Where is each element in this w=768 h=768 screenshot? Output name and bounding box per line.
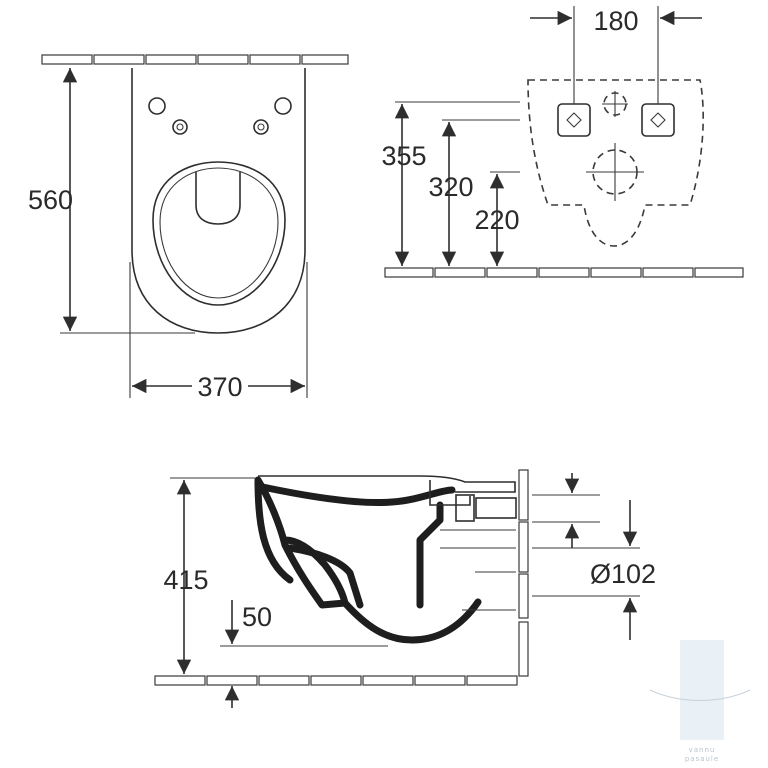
bolt-right xyxy=(253,119,269,135)
top-view-rim-opening xyxy=(195,172,241,225)
dim-label-370: 370 xyxy=(197,372,242,402)
side-view-wall-tiles xyxy=(518,469,529,677)
top-view-seat-outline xyxy=(152,161,286,306)
dim-label-180: 180 xyxy=(593,6,638,36)
side-view-outlet-pipe xyxy=(440,494,517,611)
wall-view: 180 355 320 220 xyxy=(381,6,744,278)
mounting-hole-left xyxy=(148,97,166,115)
dim-label-diameter: Ø102 xyxy=(590,559,656,589)
watermark-logo: vannu pasaule xyxy=(649,640,751,763)
side-view-floor-tiles xyxy=(154,675,518,686)
dim-label-355: 355 xyxy=(381,141,426,171)
dim-label-560: 560 xyxy=(28,185,73,215)
bracket-left xyxy=(557,103,591,137)
svg-text:pasaule: pasaule xyxy=(685,755,719,763)
side-view: Ø102 415 50 xyxy=(154,469,656,708)
dim-label-50: 50 xyxy=(242,602,272,632)
dim-label-320: 320 xyxy=(428,172,473,202)
side-view-rim xyxy=(258,475,516,493)
top-view: 560 370 xyxy=(28,54,349,402)
top-view-bowl-outline xyxy=(131,68,306,334)
dim-label-220: 220 xyxy=(474,205,519,235)
bolt-left xyxy=(172,119,188,135)
mounting-hole-right xyxy=(274,97,292,115)
wall-view-floor-tiles xyxy=(384,267,744,278)
dim-label-415: 415 xyxy=(163,565,208,595)
top-view-wall-tiles xyxy=(41,54,349,65)
svg-text:vannu: vannu xyxy=(689,746,716,754)
bracket-right xyxy=(641,103,675,137)
wall-view-dashed-outline xyxy=(527,79,704,247)
